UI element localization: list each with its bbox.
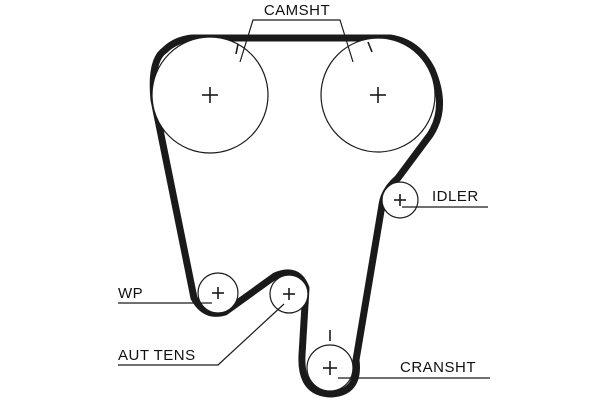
water-pump-pulley [197, 272, 239, 314]
auto-tensioner-pulley [269, 274, 309, 314]
timing-mark-left-cam [235, 43, 239, 55]
label-auto-tensioner: AUT TENS [118, 347, 196, 364]
label-crankshaft: CRANSHT [400, 359, 476, 376]
label-water-pump: WP [118, 285, 143, 302]
camshaft-pulley-left [151, 36, 269, 154]
leader-auto-tensioner [118, 303, 285, 366]
crankshaft-pulley [306, 330, 354, 392]
timing-belt [149, 34, 444, 398]
idler-pulley [381, 181, 419, 219]
leader-camshaft [239, 19, 354, 63]
timing-mark-right-cam [367, 41, 373, 53]
label-idler: IDLER [432, 188, 479, 205]
label-camshaft: CAMSHT [264, 2, 330, 19]
camshaft-pulley-right [320, 37, 436, 153]
